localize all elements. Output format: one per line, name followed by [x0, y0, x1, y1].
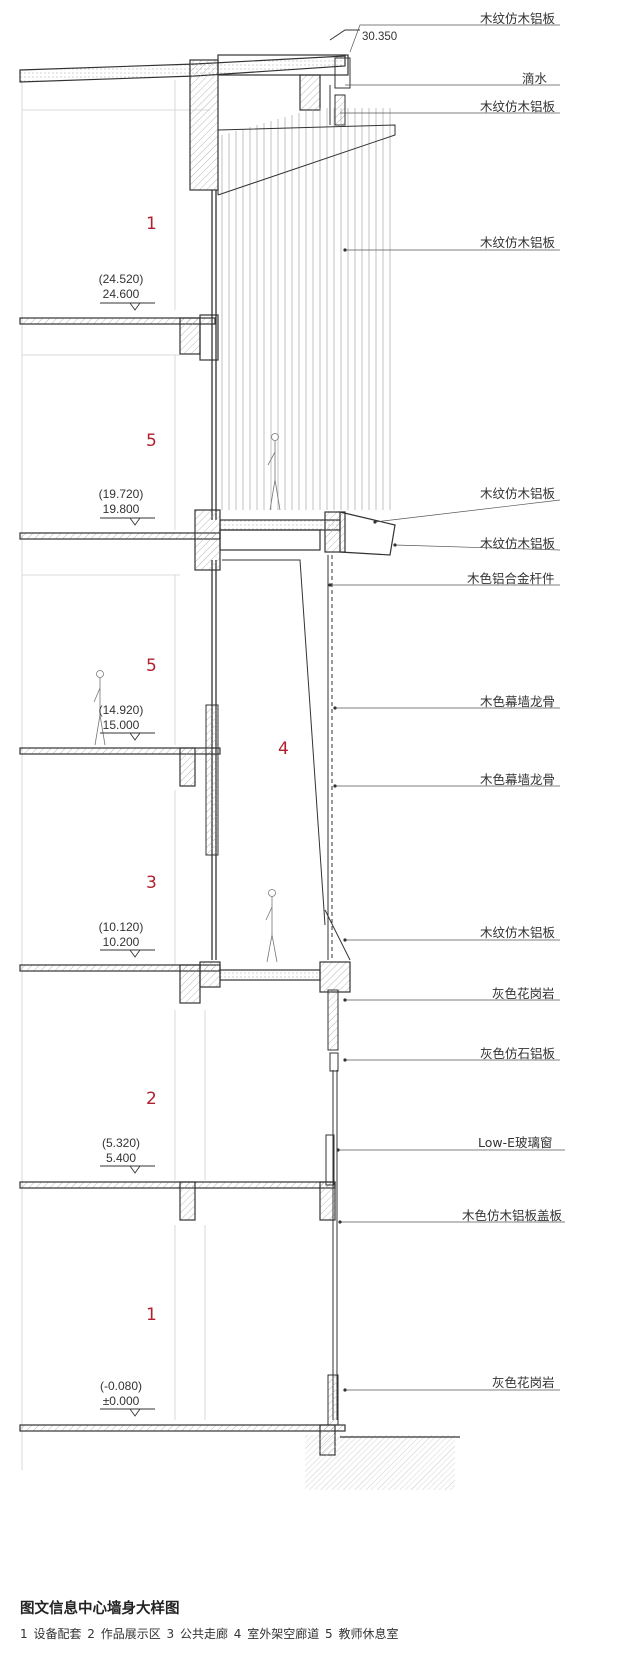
room-number: 1: [146, 214, 157, 234]
room-number: 2: [146, 1089, 157, 1109]
roof-slab: [19, 54, 349, 191]
level-label-lower: 24.600: [102, 287, 140, 301]
room-number: 4: [278, 739, 289, 759]
floor-slab-5400: [19, 1181, 336, 1221]
room-number: 5: [146, 431, 157, 451]
callout-label: 木色铝合金杆件: [467, 571, 555, 586]
level-label-lower: ±0.000: [102, 1394, 140, 1408]
callout-label: 木纹仿木铝板: [480, 11, 556, 26]
room-number: 1: [146, 1305, 157, 1325]
floor-slab-19800: [19, 509, 396, 571]
callout-label: 灰色花岗岩: [492, 1375, 555, 1390]
level-label-upper: (-0.080): [99, 1379, 143, 1393]
callout-label: 木纹仿木铝板: [480, 536, 556, 551]
callout-label: 灰色仿石铝板: [480, 1046, 556, 1061]
level-label-lower: 15.000: [102, 718, 140, 732]
callout-label: 木色仿木铝板盖板: [462, 1208, 563, 1223]
callout-label: Low-E玻璃窗: [478, 1135, 553, 1150]
human-figure-upper: [267, 433, 281, 511]
level-label-lower: 19.800: [102, 502, 140, 516]
lower-facade: [325, 989, 339, 1426]
floor-slab-10200: [19, 961, 351, 1004]
interior-guide-lines: [21, 80, 210, 1470]
level-markers: [100, 302, 155, 1417]
level-label-upper: (24.520): [98, 272, 144, 286]
callout-label: 木色幕墙龙骨: [480, 694, 556, 709]
roof-parapet-detail: [329, 29, 360, 126]
callout-label: 木纹仿木铝板: [480, 99, 556, 114]
level-label-upper: (5.320): [101, 1136, 141, 1150]
level-label-upper: (10.120): [98, 920, 144, 934]
caption-legend: 1 设备配套 2 作品展示区 3 公共走廊 4 室外架空廊道 5 教师休息室: [20, 1627, 399, 1641]
callout-label: 灰色花岗岩: [492, 986, 555, 1001]
floor-slab-15000: [19, 747, 221, 787]
human-figure-lower: [265, 889, 278, 963]
room-number: 5: [146, 656, 157, 676]
callout-label: 木色幕墙龙骨: [480, 772, 556, 787]
room-number: 3: [146, 873, 157, 893]
level-label-upper: (19.720): [98, 487, 144, 501]
callout-label: 木纹仿木铝板: [480, 235, 556, 250]
callout-leaders: [330, 24, 565, 1391]
louver-screen: [221, 108, 391, 510]
human-figure-middle: [93, 670, 106, 746]
callout-label: 木纹仿木铝板: [480, 925, 556, 940]
callout-label: 滴水: [522, 71, 548, 86]
level-label-upper: (14.920): [98, 703, 144, 717]
top-elevation-label: 30.350: [362, 31, 398, 43]
caption-title: 图文信息中心墙身大样图: [20, 1601, 180, 1617]
louver-frame: [217, 124, 396, 196]
callout-leader-dots: [328, 248, 397, 1392]
callout-label: 木纹仿木铝板: [480, 486, 556, 501]
wall-column-1: [205, 704, 219, 856]
level-label-lower: 5.400: [105, 1151, 137, 1165]
ground-slab: [19, 1424, 460, 1490]
floor-slab-24600: [19, 314, 219, 361]
curtain-wall-mullions: [222, 555, 351, 961]
level-label-lower: 10.200: [102, 935, 140, 949]
